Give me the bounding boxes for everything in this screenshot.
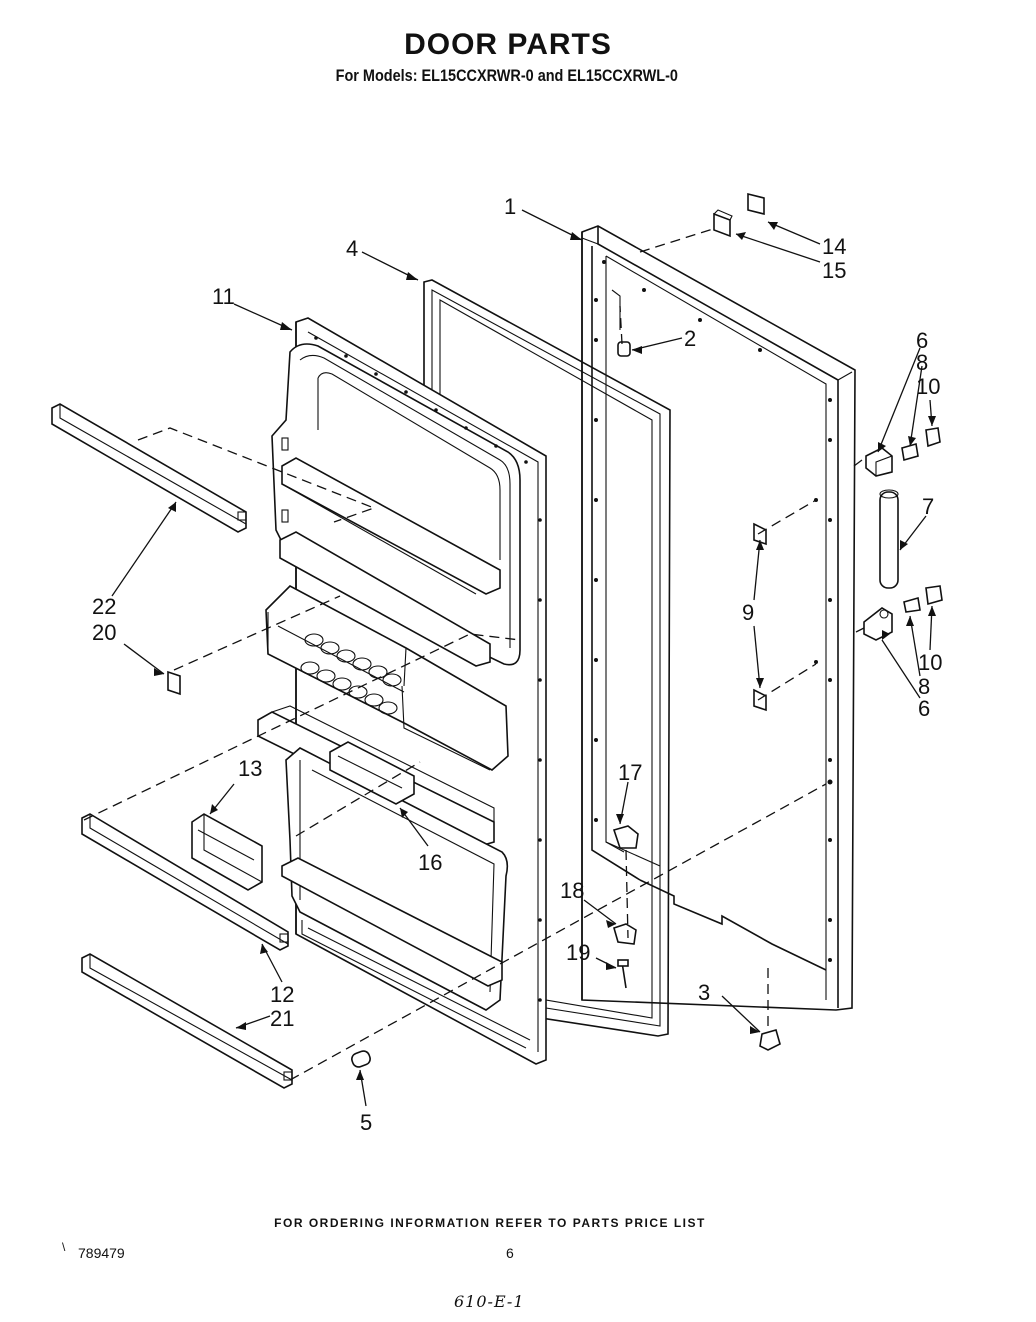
callout-15: 15 [822,258,846,283]
callout-8-bottom: 8 [918,674,930,699]
leader-arrowheads [154,222,936,1080]
handwritten-note: 610-E-1 [454,1292,525,1311]
callout-6-bottom: 6 [918,696,930,721]
callout-17: 17 [618,760,642,785]
outer-door-panel [581,225,856,1011]
dairy-door [329,741,415,805]
callout-16: 16 [418,850,442,875]
page-number: 6 [506,1245,514,1261]
shelf-bar-12 [81,813,289,951]
callout-11: 11 [212,284,235,309]
callout-4: 4 [346,236,358,261]
hinge-parts [351,192,943,1068]
callout-13: 13 [238,756,262,781]
ordering-note: FOR ORDERING INFORMATION REFER TO PARTS … [274,1216,706,1230]
callout-2: 2 [684,326,696,351]
document-number: 789479 [78,1245,125,1261]
callout-7: 7 [922,494,934,519]
callout-1: 1 [504,194,516,219]
margin-tick: \ [62,1240,66,1254]
nameplate-20 [167,670,181,696]
inner-door-liner [257,317,547,1065]
callout-21: 21 [270,1006,294,1031]
door-stop-13 [191,813,263,891]
shelf-bar-21 [81,953,293,1089]
callout-8-top: 8 [916,350,928,375]
callout-18: 18 [560,878,584,903]
callout-20: 20 [92,620,116,645]
page-title: DOOR PARTS [404,28,612,61]
assembly-dashed-lines [83,227,865,1081]
callout-labels: 1 4 11 14 15 2 6 8 10 7 9 10 8 6 22 20 1… [92,194,942,1135]
callout-10-bottom: 10 [918,650,942,675]
callout-6-top: 6 [916,328,928,353]
shelf-bar-22 [51,403,247,533]
callout-9: 9 [742,600,754,625]
callout-12: 12 [270,982,294,1007]
models-subtitle: For Models: EL15CCXRWR-0 and EL15CCXRWL-… [335,66,678,85]
callout-19: 19 [566,940,590,965]
callout-22: 22 [92,594,116,619]
callout-3: 3 [698,980,710,1005]
callout-14: 14 [822,234,846,259]
callout-10-top: 10 [916,374,940,399]
callout-5: 5 [360,1110,372,1135]
